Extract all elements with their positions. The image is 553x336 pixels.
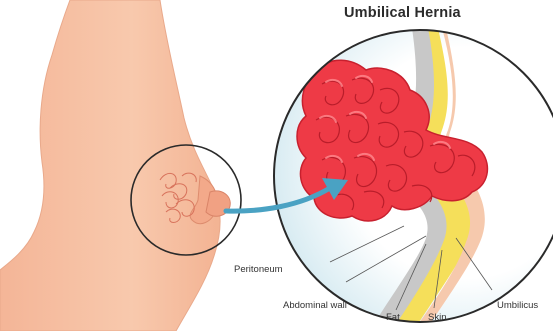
label-peritoneum: Peritoneum [234,264,283,275]
label-abdominal-wall: Abdominal wall [283,300,347,311]
label-skin: Skin [428,312,446,323]
body-silhouette [0,0,220,331]
diagram-title: Umbilical Hernia [344,5,461,21]
magnified-cross-section [270,28,553,330]
label-umbilicus: Umbilicus [497,300,538,311]
label-fat: Fat [386,312,400,323]
